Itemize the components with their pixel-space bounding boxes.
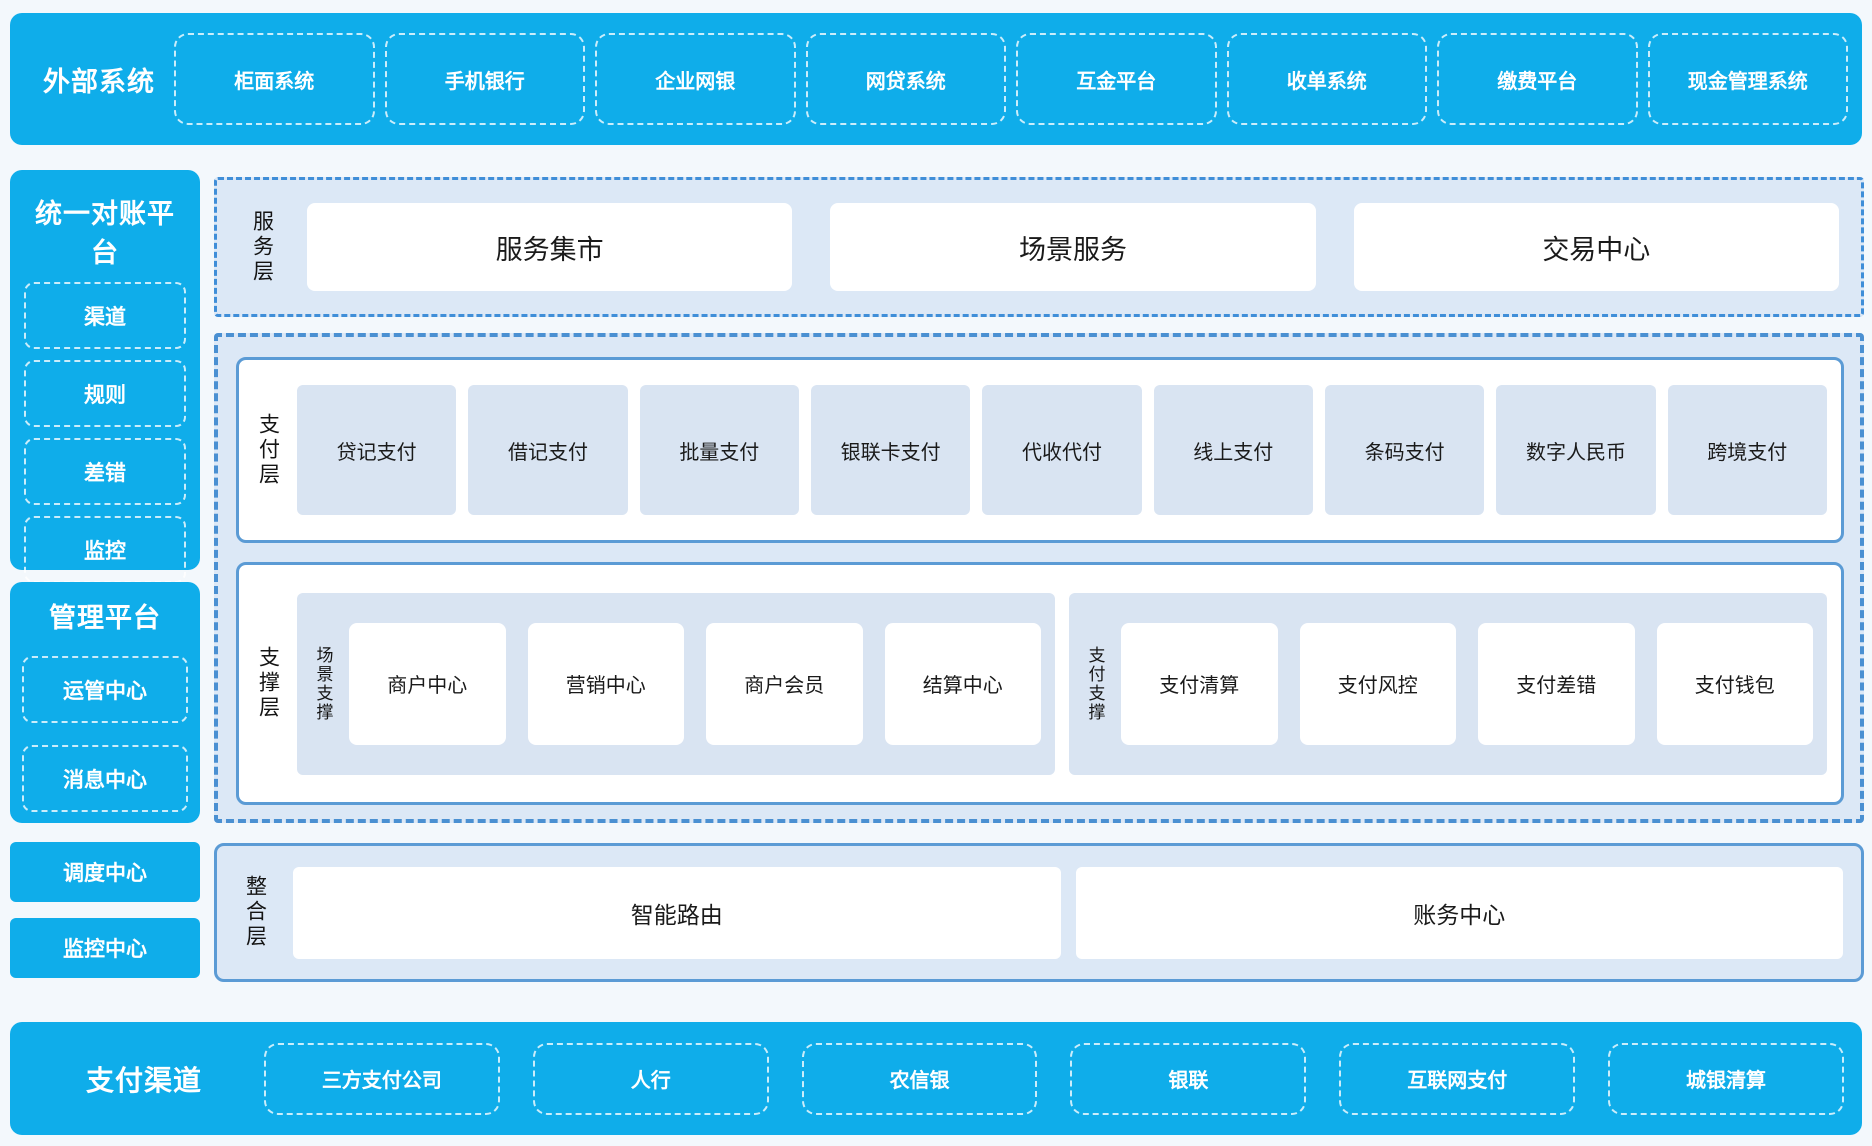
payment-support-label-col: 支付支撑	[1069, 593, 1121, 775]
scene-support-items: 商户中心营销中心商户会员结算中心	[349, 622, 1041, 745]
mgmt-platform-items: 运管中心消息中心	[22, 647, 188, 812]
external-system-node: 缴费平台	[1437, 33, 1638, 125]
payment-node: 借记支付	[468, 385, 628, 516]
payment-support-label: 支付支撑	[1085, 645, 1105, 722]
scene-support-node: 结算中心	[884, 622, 1041, 745]
integration-layer-items: 智能路由账务中心	[293, 866, 1843, 959]
external-systems-bar: 外部系统 柜面系统手机银行企业网银网贷系统互金平台收单系统缴费平台现金管理系统	[10, 13, 1862, 145]
payment-channel-node: 互联网支付	[1339, 1042, 1576, 1115]
payment-channels-label: 支付渠道	[85, 1064, 202, 1096]
payment-support-node: 支付风控	[1299, 622, 1456, 745]
payment-support-node: 支付差错	[1478, 622, 1635, 745]
external-system-node: 网贷系统	[805, 33, 1006, 125]
service-node: 场景服务	[830, 203, 1316, 291]
payment-support-node: 支付清算	[1121, 622, 1278, 745]
scene-support-label-col: 场景支撑	[297, 593, 349, 775]
payment-channel-node: 农信银	[801, 1042, 1038, 1115]
payment-node: 银联卡支付	[810, 385, 971, 516]
payment-support-node: 支付钱包	[1656, 622, 1813, 745]
scene-support-node: 商户中心	[349, 622, 506, 745]
service-layer-panel: 服务层 服务集市场景服务交易中心	[214, 177, 1864, 317]
payment-channel-node: 三方支付公司	[264, 1042, 500, 1115]
scene-support-group: 场景支撑 商户中心营销中心商户会员结算中心	[297, 592, 1055, 775]
service-layer-label: 服务层	[250, 209, 274, 285]
payment-layer-label-col: 支付层	[239, 360, 297, 540]
external-system-node: 柜面系统	[174, 33, 375, 125]
recon-platform-panel: 统一对账平台 渠道规则差错监控	[10, 170, 200, 583]
recon-platform-node: 监控	[24, 516, 186, 583]
payment-channel-node: 人行	[532, 1042, 769, 1115]
recon-platform-title: 统一对账平台	[35, 199, 175, 268]
payment-channel-node: 城银清算	[1608, 1042, 1844, 1115]
service-layer-items: 服务集市场景服务交易中心	[307, 203, 1839, 291]
external-system-node: 互金平台	[1016, 33, 1217, 125]
support-layer-label: 支撑层	[256, 646, 280, 722]
payment-node: 代收代付	[982, 385, 1142, 516]
payment-channels-items: 三方支付公司人行农信银银联互联网支付城银清算	[264, 1042, 1844, 1115]
service-node: 服务集市	[307, 203, 793, 291]
integration-layer-label-col: 整合层	[217, 846, 293, 979]
payment-layer-panel: 支付层 贷记支付借记支付批量支付银联卡支付代收代付线上支付条码支付数字人民币跨境…	[236, 357, 1844, 544]
external-system-node: 企业网银	[595, 33, 796, 125]
sidebar-solo-node: 监控中心	[10, 918, 200, 978]
recon-platform-node: 规则	[24, 360, 186, 427]
integration-node: 智能路由	[293, 866, 1061, 959]
payment-support-items: 支付清算支付风控支付差错支付钱包	[1121, 622, 1813, 745]
payment-layer-items: 贷记支付借记支付批量支付银联卡支付代收代付线上支付条码支付数字人民币跨境支付	[297, 385, 1827, 516]
mgmt-platform-node: 消息中心	[22, 745, 188, 812]
service-layer-label-col: 服务层	[217, 180, 307, 314]
scene-support-node: 商户会员	[706, 622, 863, 745]
mgmt-platform-node: 运管中心	[22, 656, 188, 723]
payment-node: 条码支付	[1324, 385, 1485, 516]
payment-channels-bar: 支付渠道 三方支付公司人行农信银银联互联网支付城银清算	[10, 1022, 1862, 1135]
payment-node: 跨境支付	[1667, 385, 1827, 516]
support-layer-label-col: 支撑层	[239, 565, 297, 802]
scene-support-node: 营销中心	[527, 622, 684, 745]
payment-node: 数字人民币	[1496, 385, 1656, 516]
external-system-node: 现金管理系统	[1647, 33, 1848, 125]
external-systems-label: 外部系统	[43, 66, 155, 97]
integration-layer-panel: 整合层 智能路由账务中心	[214, 843, 1864, 982]
payment-node: 贷记支付	[297, 385, 457, 516]
mgmt-platform-title: 管理平台	[49, 603, 161, 633]
support-layer-groups: 场景支撑 商户中心营销中心商户会员结算中心 支付支撑 支付清算支付风控支付差错支…	[297, 592, 1827, 775]
recon-platform-node: 渠道	[24, 282, 186, 349]
payment-layer-label: 支付层	[256, 412, 280, 488]
integration-node: 账务中心	[1075, 866, 1843, 959]
core-layers-container: 支付层 贷记支付借记支付批量支付银联卡支付代收代付线上支付条码支付数字人民币跨境…	[214, 333, 1864, 823]
payment-node: 批量支付	[639, 385, 799, 516]
payment-support-group: 支付支撑 支付清算支付风控支付差错支付钱包	[1069, 592, 1827, 775]
service-node: 交易中心	[1353, 203, 1839, 291]
integration-layer-label: 整合层	[243, 875, 267, 950]
external-systems-items: 柜面系统手机银行企业网银网贷系统互金平台收单系统缴费平台现金管理系统	[174, 33, 1848, 125]
support-layer-panel: 支撑层 场景支撑 商户中心营销中心商户会员结算中心 支付支撑 支付清算支付风控支…	[236, 562, 1844, 805]
mgmt-platform-panel: 管理平台 运管中心消息中心	[10, 582, 200, 823]
payment-node: 线上支付	[1153, 385, 1313, 516]
recon-platform-node: 差错	[24, 438, 186, 505]
external-system-node: 手机银行	[384, 33, 585, 125]
recon-platform-items: 渠道规则差错监控	[24, 282, 186, 583]
scene-support-label: 场景支撑	[313, 645, 333, 722]
external-system-node: 收单系统	[1226, 33, 1427, 125]
payment-channel-node: 银联	[1070, 1042, 1307, 1115]
sidebar-solo-node: 调度中心	[10, 842, 200, 902]
sidebar-solo-boxes: 调度中心监控中心	[10, 842, 200, 978]
